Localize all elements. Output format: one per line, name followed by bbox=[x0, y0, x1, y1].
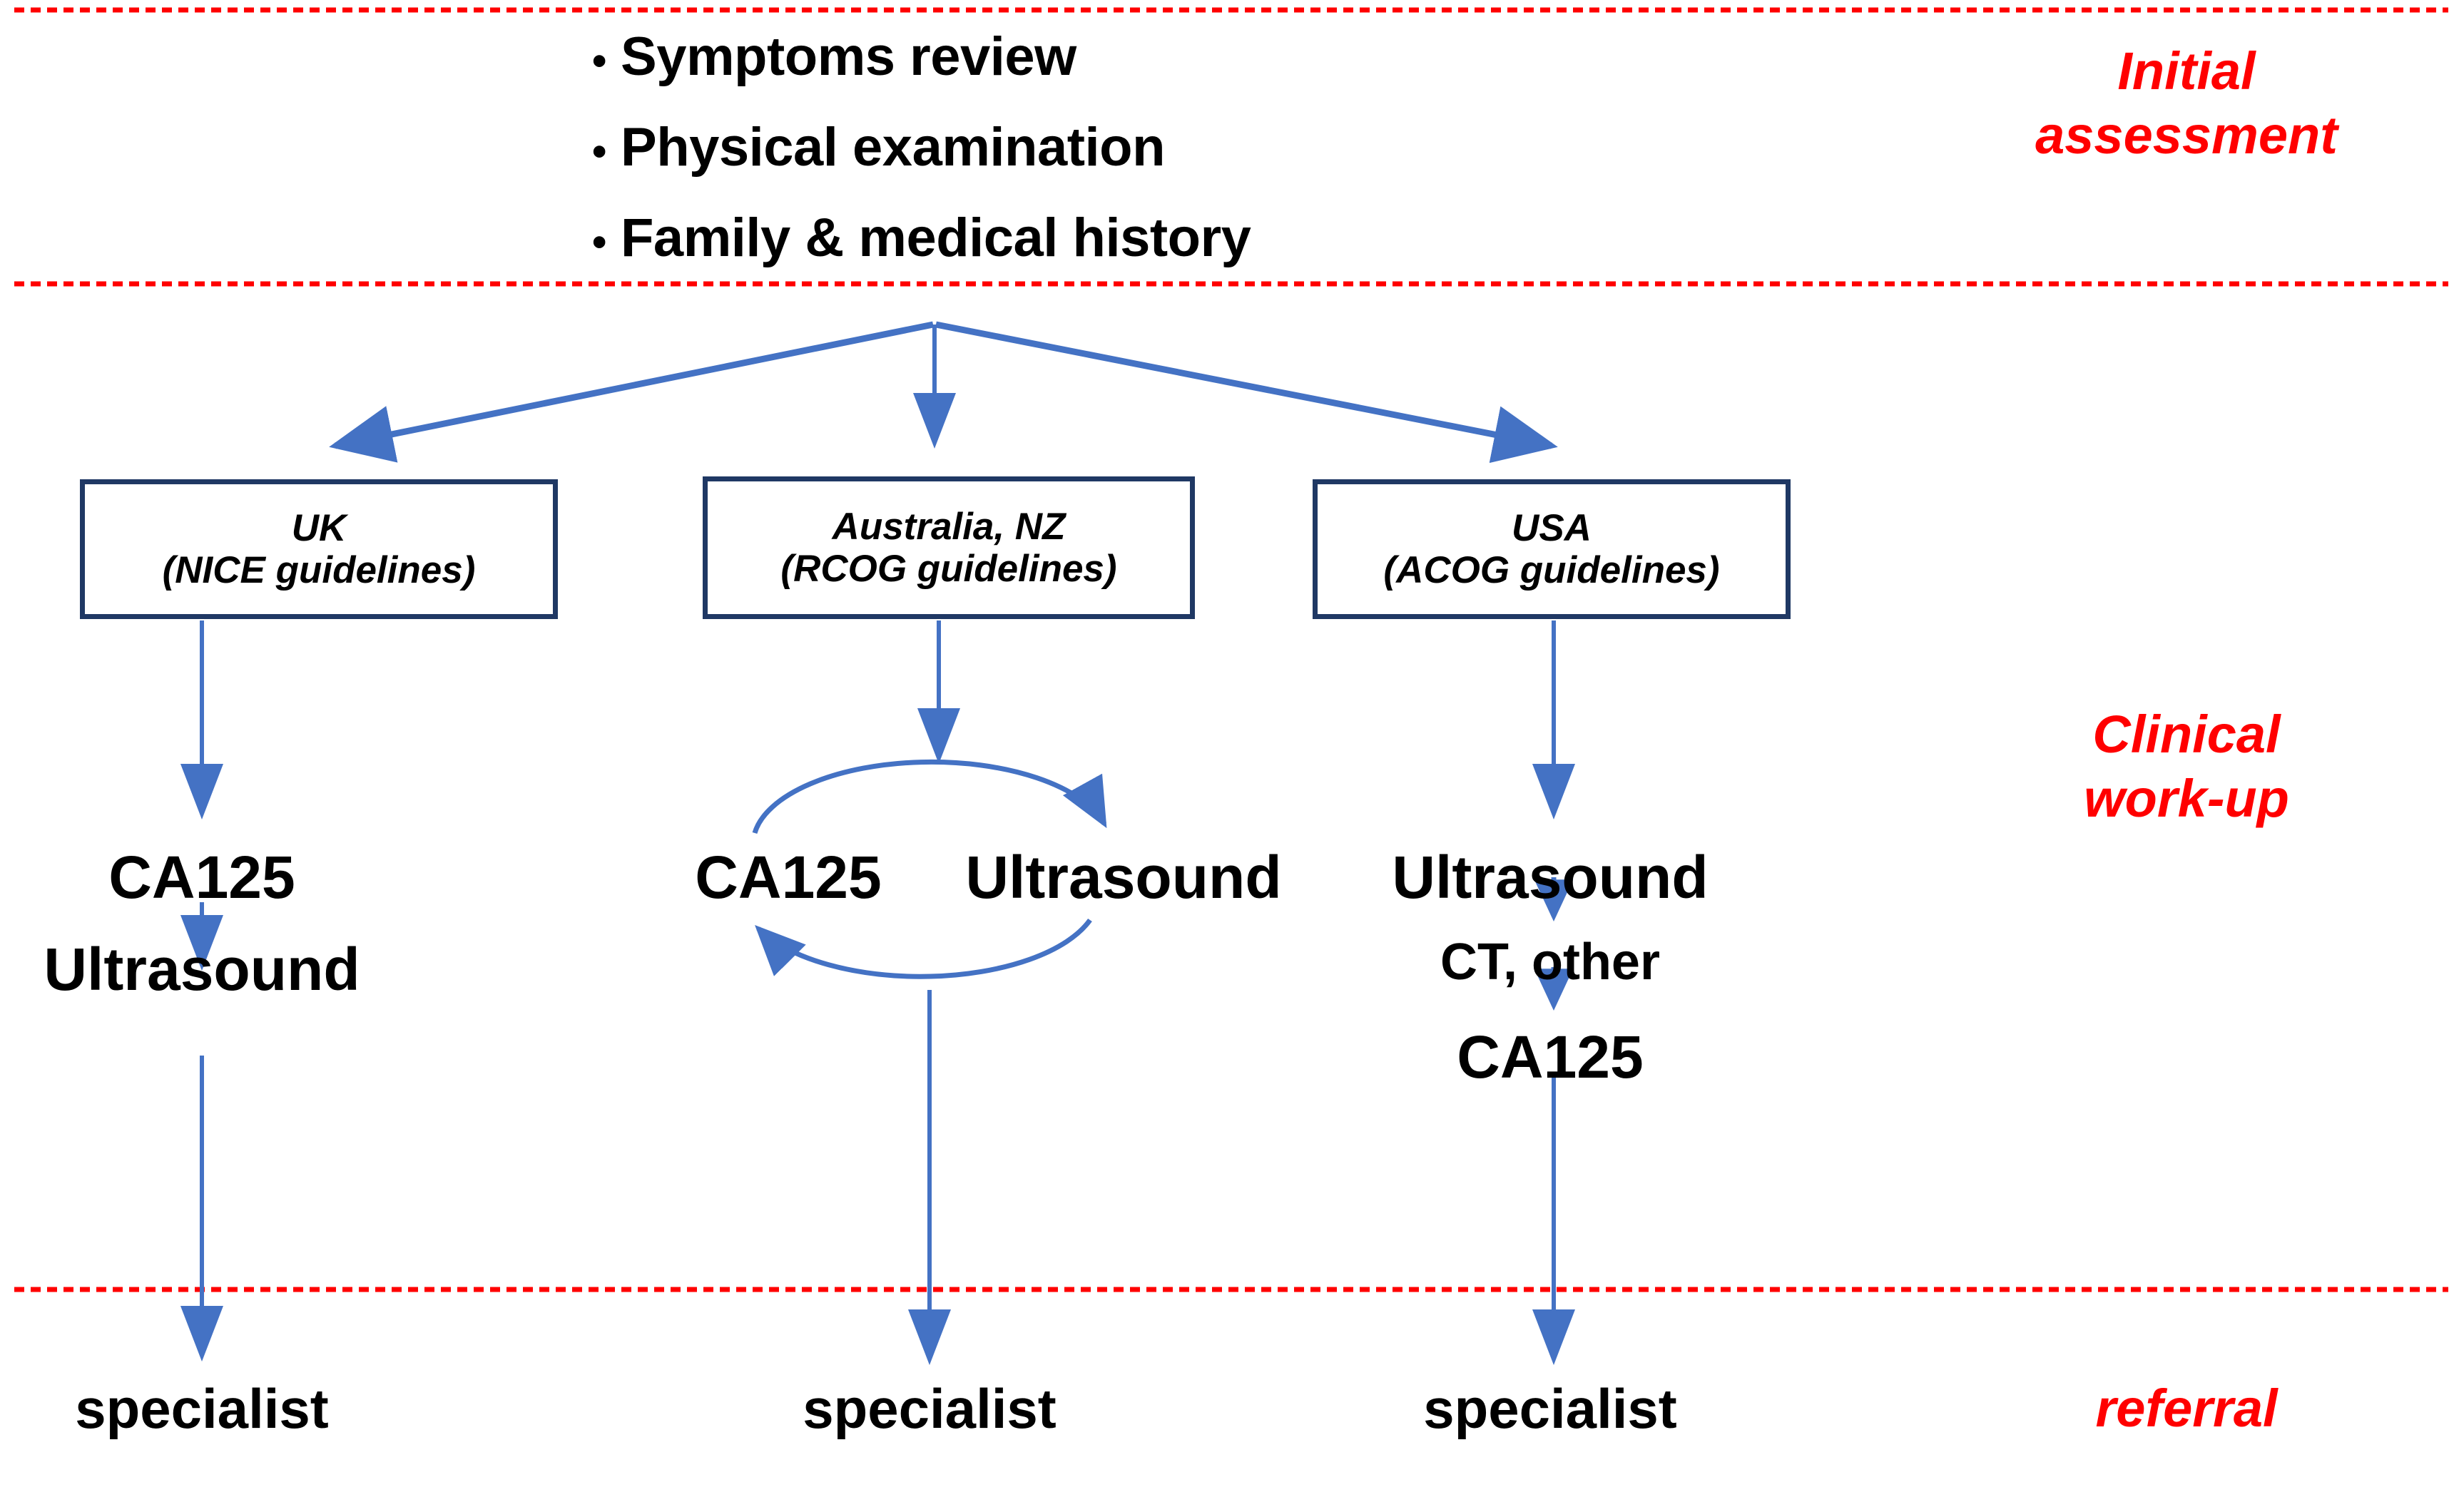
outcome-usa-specialist: specialist bbox=[1423, 1377, 1677, 1440]
list-item: • Symptoms review bbox=[571, 26, 1569, 116]
bullet-label-family-medical-history: Family & medical history bbox=[621, 208, 1251, 268]
list-item: • Family & medical history bbox=[571, 207, 1569, 297]
stage-label-line: Initial bbox=[2117, 41, 2256, 101]
stage-label-line: referral bbox=[2095, 1379, 2278, 1438]
stage-label-clinical-workup: Clinical work-up bbox=[1951, 703, 2422, 832]
bullet-point-icon: • bbox=[592, 128, 607, 175]
step-anz-ultrasound: Ultrasound bbox=[965, 844, 1282, 911]
guideline-box-region: UK bbox=[291, 506, 347, 549]
stage-label-line: Clinical bbox=[2092, 705, 2281, 764]
step-anz-ca125: CA125 bbox=[695, 844, 882, 911]
anz-loop-arc-top bbox=[752, 759, 1107, 834]
stage-label-line: work-up bbox=[2084, 769, 2289, 829]
list-item: • Physical examination bbox=[571, 116, 1569, 207]
bullet-point-icon: • bbox=[592, 219, 607, 265]
bullet-label-physical-examination: Physical examination bbox=[621, 117, 1166, 178]
guideline-box-guideline: (RCOG guidelines) bbox=[780, 548, 1117, 590]
stage-label-initial-assessment: Initial assessment bbox=[1951, 39, 2422, 168]
guideline-box-guideline: (NICE guidelines) bbox=[162, 549, 476, 591]
guideline-box-region: USA bbox=[1512, 506, 1592, 549]
bullet-point-icon: • bbox=[592, 38, 607, 84]
step-usa-ca125: CA125 bbox=[1457, 1023, 1644, 1090]
step-usa-ct-other: CT, other bbox=[1440, 934, 1661, 991]
outcome-anz-specialist: specialist bbox=[803, 1377, 1057, 1440]
anz-loop-arc-bottom bbox=[755, 918, 1092, 979]
stage-label-referral: referral bbox=[1951, 1376, 2422, 1441]
step-uk-ultrasound: Ultrasound bbox=[44, 936, 360, 1003]
guideline-box-usa[interactable]: USA (ACOG guidelines) bbox=[1313, 479, 1791, 619]
guideline-box-region: Australia, NZ bbox=[832, 505, 1066, 548]
stage-label-line: assessment bbox=[2035, 106, 2338, 165]
bullet-label-symptoms-review: Symptoms review bbox=[621, 26, 1076, 87]
guideline-box-uk[interactable]: UK (NICE guidelines) bbox=[80, 479, 558, 619]
guideline-box-australia-nz[interactable]: Australia, NZ (RCOG guidelines) bbox=[703, 476, 1195, 619]
branch-arrow-to-uk bbox=[329, 321, 934, 463]
guideline-box-guideline: (ACOG guidelines) bbox=[1383, 549, 1720, 591]
step-usa-ultrasound: Ultrasound bbox=[1392, 844, 1709, 911]
step-uk-ca125: CA125 bbox=[108, 844, 295, 911]
branch-arrow-to-usa bbox=[935, 321, 1558, 464]
outcome-uk-specialist: specialist bbox=[75, 1377, 329, 1440]
initial-assessment-bullets: • Symptoms review • Physical examination… bbox=[571, 26, 1569, 297]
